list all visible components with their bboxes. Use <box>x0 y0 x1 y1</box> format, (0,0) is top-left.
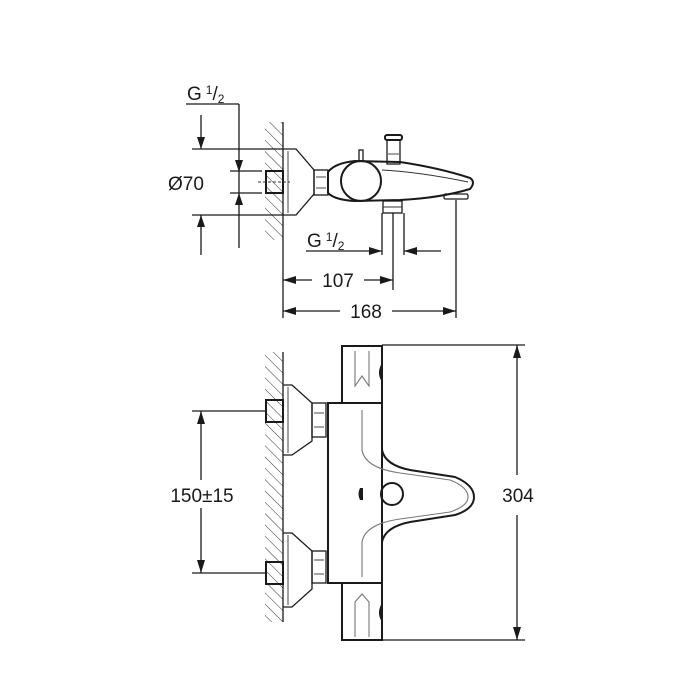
label-total-projection: 168 <box>350 302 382 323</box>
spout-contour <box>381 169 469 183</box>
arrow-icon <box>283 276 296 284</box>
flow-handle <box>341 582 383 641</box>
arrow-icon <box>513 345 521 358</box>
label-bg <box>312 270 364 290</box>
arrow-icon <box>513 627 521 640</box>
aerator <box>443 193 469 200</box>
temperature-handle <box>341 345 383 404</box>
diverter-button <box>380 482 404 506</box>
wall-hatch-top <box>265 122 283 240</box>
mixer-body-front <box>327 402 383 584</box>
arrow-icon <box>404 247 417 255</box>
thermostat-handle-top <box>340 160 382 202</box>
label-escutcheon-diameter: Ø70 <box>168 174 204 195</box>
upper-escutcheon <box>283 384 313 456</box>
handle-groove <box>354 593 370 637</box>
arrow-icon <box>197 411 205 424</box>
indicator-mark <box>358 488 363 500</box>
mixer-body-top <box>327 159 474 203</box>
label-outlet-distance: 107 <box>322 271 354 292</box>
wall-hatch-front <box>265 352 283 622</box>
diverter-stem <box>386 139 401 165</box>
spout-contour <box>361 410 469 577</box>
arrow-icon <box>283 307 296 315</box>
arrow-icon <box>380 276 393 284</box>
lower-connector <box>311 550 327 584</box>
label-total-height: 304 <box>502 486 534 507</box>
handle-groove <box>354 351 370 388</box>
arrow-icon <box>197 137 205 149</box>
connector-top <box>313 169 329 196</box>
arrow-icon <box>235 193 243 205</box>
spout-front <box>381 404 476 583</box>
label-inlet-spacing: 150±15 <box>170 486 233 507</box>
arrow-icon <box>235 160 243 172</box>
front-view: 304 150±15 <box>170 344 534 641</box>
arrow-icon <box>369 247 382 255</box>
upper-connector <box>311 402 327 438</box>
lower-escutcheon <box>283 532 313 608</box>
handle-notch <box>379 604 383 621</box>
arrow-icon <box>197 560 205 573</box>
arrow-icon <box>197 215 205 227</box>
arrow-icon <box>443 307 456 315</box>
handle-notch <box>379 364 383 381</box>
indicator-pin <box>358 149 364 162</box>
diverter-cap <box>384 134 403 141</box>
label-bg <box>340 300 392 322</box>
